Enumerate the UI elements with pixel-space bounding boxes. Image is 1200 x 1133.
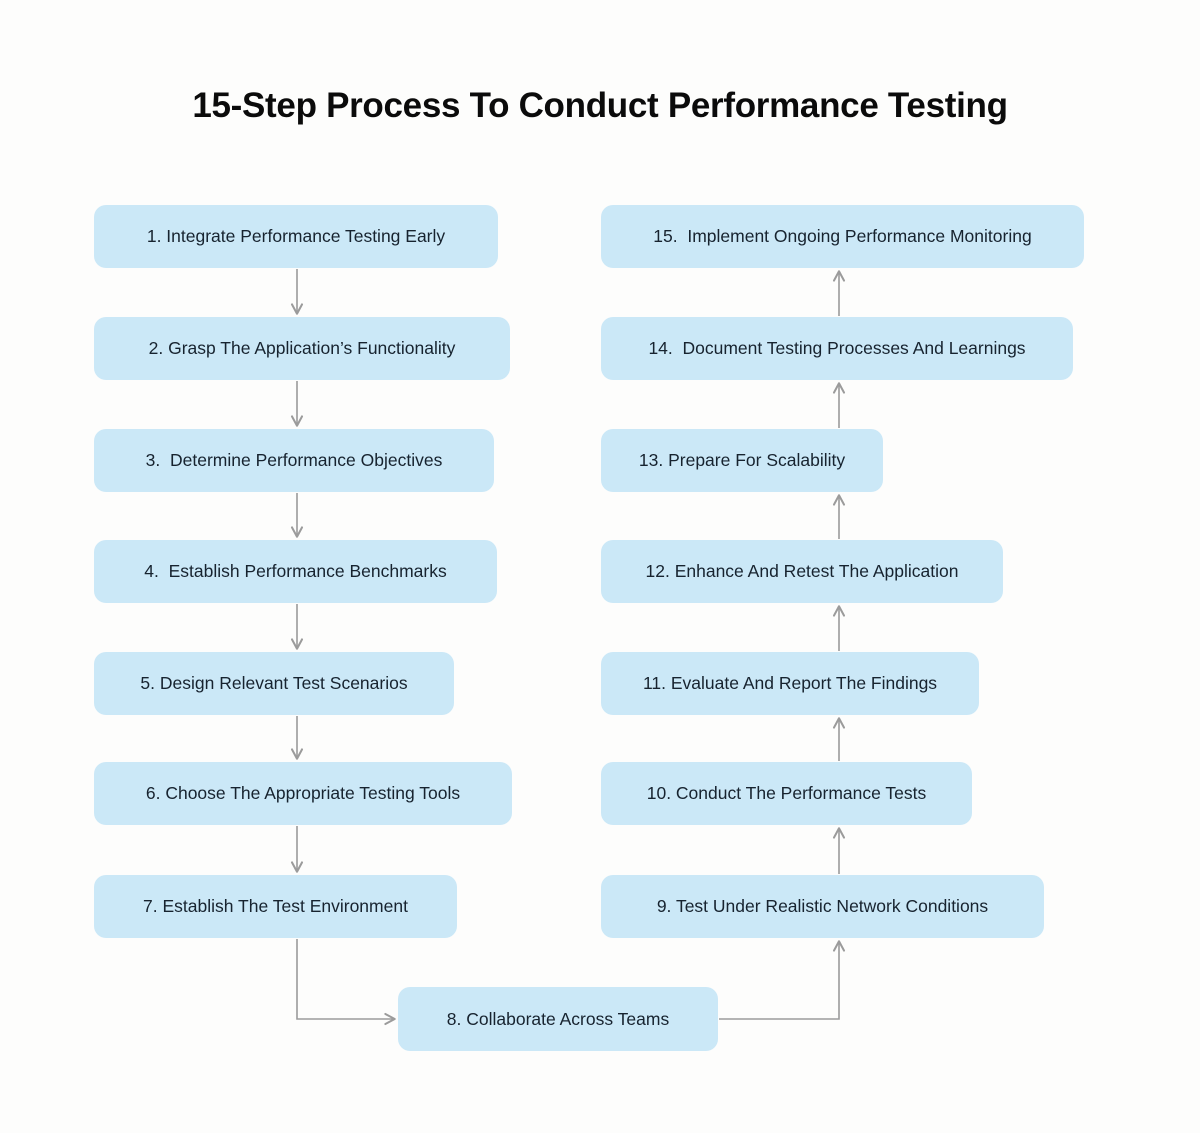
step-box-7: 7. Establish The Test Environment bbox=[94, 875, 457, 938]
step-box-14: 14. Document Testing Processes And Learn… bbox=[601, 317, 1073, 380]
step-box-5: 5. Design Relevant Test Scenarios bbox=[94, 652, 454, 715]
connector-step8-step9 bbox=[719, 940, 846, 1020]
step-box-15: 15. Implement Ongoing Performance Monito… bbox=[601, 205, 1084, 268]
step-box-2: 2. Grasp The Application’s Functionality bbox=[94, 317, 510, 380]
step-box-9: 9. Test Under Realistic Network Conditio… bbox=[601, 875, 1044, 938]
step-box-11: 11. Evaluate And Report The Findings bbox=[601, 652, 979, 715]
step-box-10: 10. Conduct The Performance Tests bbox=[601, 762, 972, 825]
step-box-13: 13. Prepare For Scalability bbox=[601, 429, 883, 492]
step-box-3: 3. Determine Performance Objectives bbox=[94, 429, 494, 492]
page-title: 15-Step Process To Conduct Performance T… bbox=[192, 86, 1008, 125]
connector-step7-step8 bbox=[296, 939, 396, 1026]
step-box-1: 1. Integrate Performance Testing Early bbox=[94, 205, 498, 268]
step-box-12: 12. Enhance And Retest The Application bbox=[601, 540, 1003, 603]
step-box-6: 6. Choose The Appropriate Testing Tools bbox=[94, 762, 512, 825]
step-box-8: 8. Collaborate Across Teams bbox=[398, 987, 718, 1051]
step-box-4: 4. Establish Performance Benchmarks bbox=[94, 540, 497, 603]
